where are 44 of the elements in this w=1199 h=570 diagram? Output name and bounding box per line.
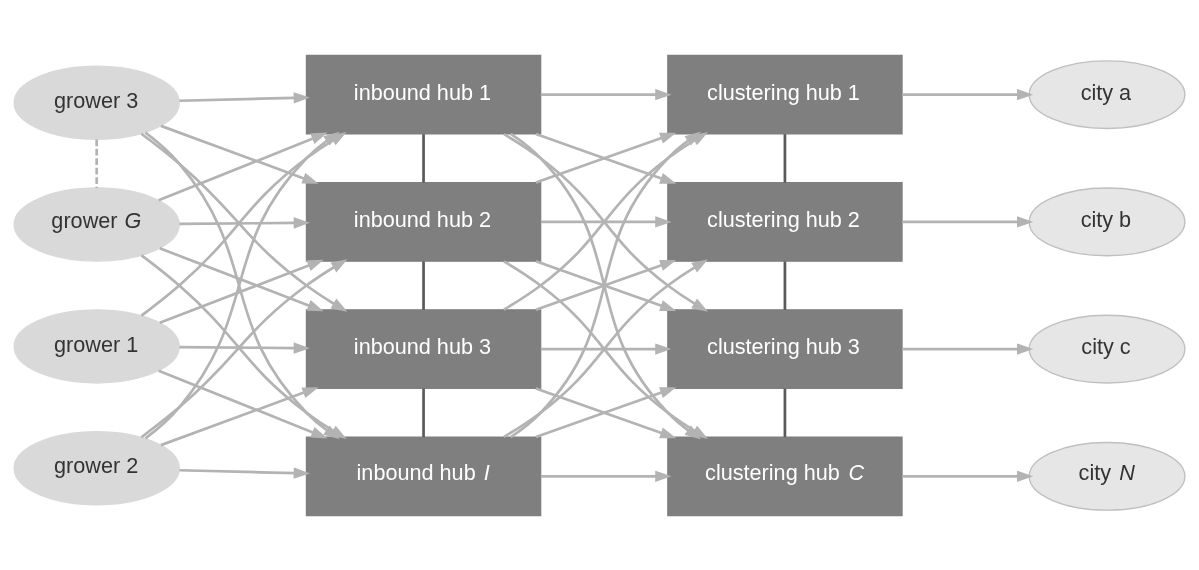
arrow — [158, 368, 328, 438]
connector — [783, 260, 787, 310]
arrow — [159, 246, 324, 311]
node-ellipse: grower 3 — [13, 65, 180, 140]
node-ellipse: city c — [1028, 314, 1186, 384]
node-box: clustering hub 2 — [667, 181, 903, 262]
connector — [422, 388, 425, 437]
node-box: inbound hub I — [305, 435, 542, 516]
arrow — [540, 470, 672, 482]
node-box: clustering hub C — [667, 435, 903, 516]
arrow — [179, 216, 310, 229]
arrow — [158, 132, 328, 202]
arrow — [540, 342, 672, 355]
node-ellipse: city a — [1028, 59, 1186, 129]
arrow — [902, 342, 1034, 355]
node-box: inbound hub 2 — [305, 181, 542, 262]
node-ellipse: grower G — [13, 186, 180, 262]
node-box: inbound hub 1 — [305, 54, 542, 135]
arrow — [902, 215, 1034, 228]
arrow — [535, 386, 677, 438]
arrow — [902, 470, 1034, 482]
arrow — [902, 88, 1034, 100]
arrow — [179, 341, 310, 354]
connector — [783, 133, 787, 183]
node-box: clustering hub 1 — [667, 54, 903, 135]
node-ellipse: grower 2 — [13, 430, 180, 505]
node-ellipse: city N — [1028, 441, 1186, 511]
arrow — [179, 91, 310, 104]
connector — [783, 388, 787, 437]
node-box: inbound hub 3 — [305, 308, 542, 389]
arrow — [540, 88, 672, 100]
node-ellipse: grower 1 — [13, 308, 180, 384]
arrow — [159, 259, 324, 324]
connector — [95, 138, 99, 188]
arrow — [535, 132, 677, 184]
arrow — [179, 466, 310, 479]
connector — [422, 133, 425, 183]
arrow — [160, 124, 319, 184]
arrow — [535, 259, 677, 311]
node-box: clustering hub 3 — [667, 308, 903, 389]
arrow — [160, 386, 319, 446]
arrow — [540, 215, 672, 228]
connector — [422, 260, 425, 310]
node-ellipse: city b — [1028, 186, 1186, 256]
